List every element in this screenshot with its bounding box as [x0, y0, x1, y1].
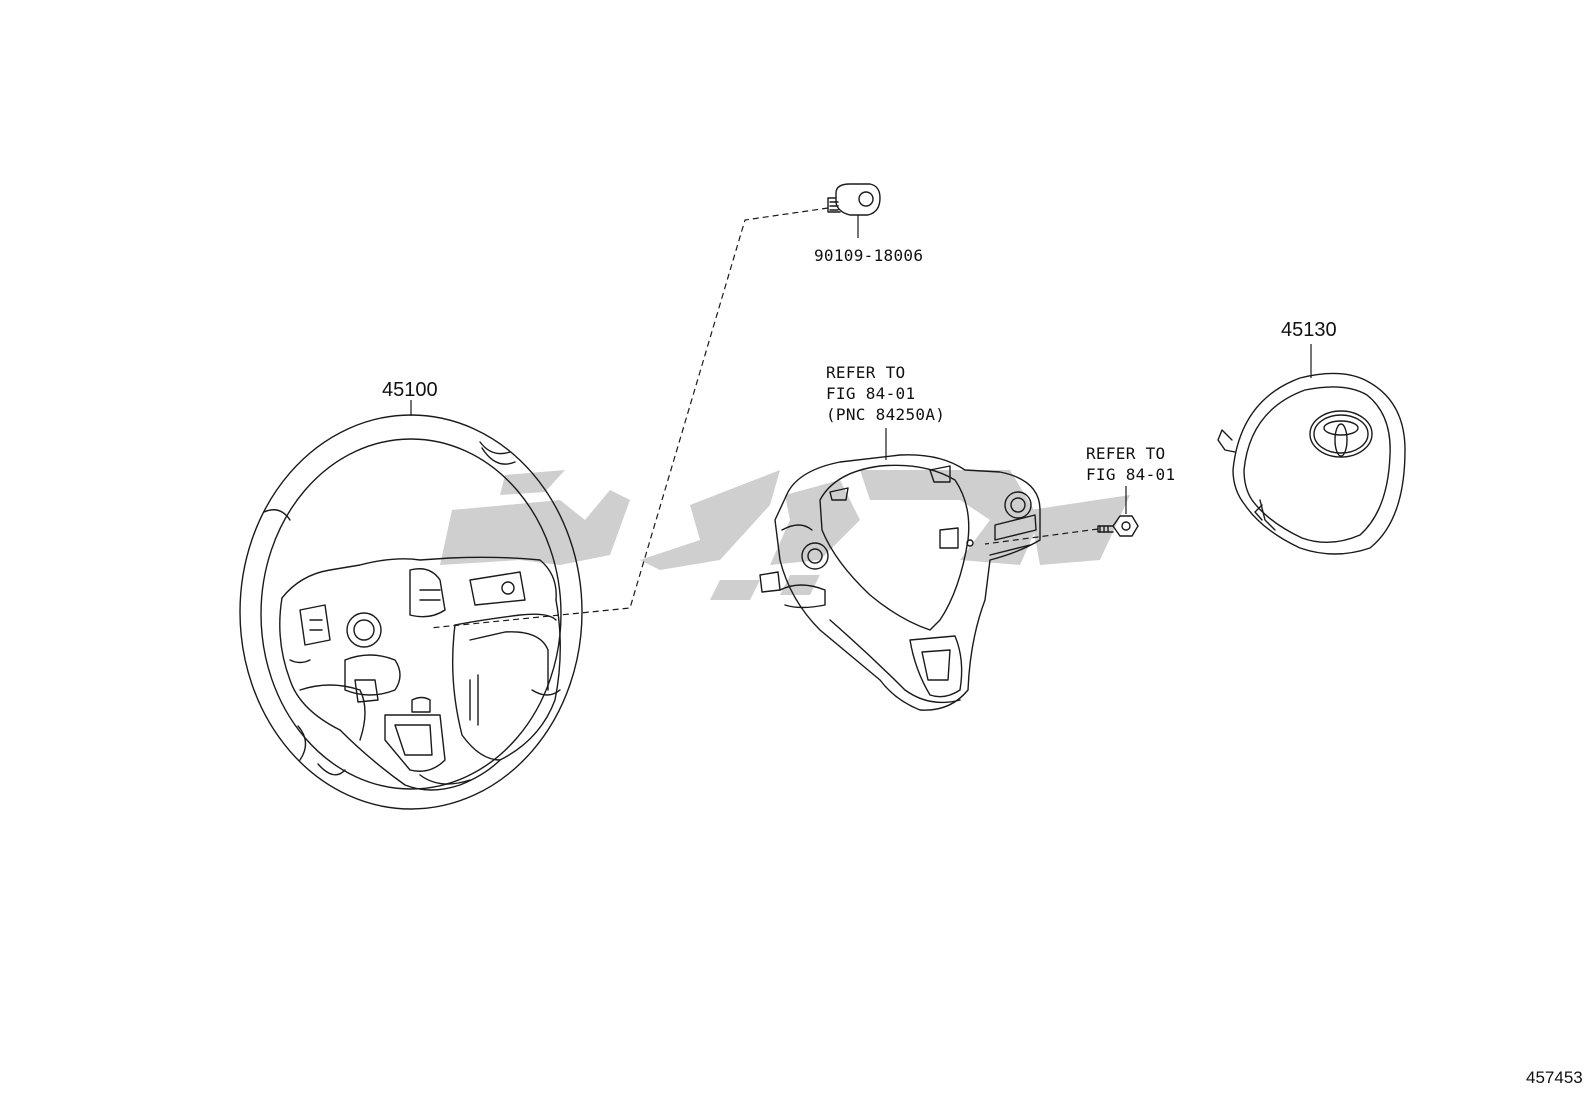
bolt-ref-line-2: FIG 84-01 [1086, 465, 1176, 484]
horn-pad-drawing [1217, 372, 1406, 555]
dashed-connector-screw [429, 207, 829, 629]
part-label-45100: 45100 [382, 379, 438, 401]
cover-ref-line-2: FIG 84-01 [826, 384, 916, 403]
steering-wheel-drawing [239, 414, 583, 810]
cover-ref-line-3: (PNC 84250A) [826, 405, 946, 424]
part-label-45130: 45130 [1281, 319, 1337, 341]
watermark-logo [440, 470, 1130, 600]
bolt-ref-line-1: REFER TO [1086, 444, 1166, 463]
steering-cover-drawing [759, 454, 1041, 711]
diagram-id: 457453 [1526, 1068, 1583, 1087]
screw-drawing [827, 183, 881, 216]
dashed-connector-bolt [984, 528, 1099, 545]
part-label-90109-18006: 90109-18006 [814, 246, 924, 265]
cover-ref-line-1: REFER TO [826, 363, 906, 382]
